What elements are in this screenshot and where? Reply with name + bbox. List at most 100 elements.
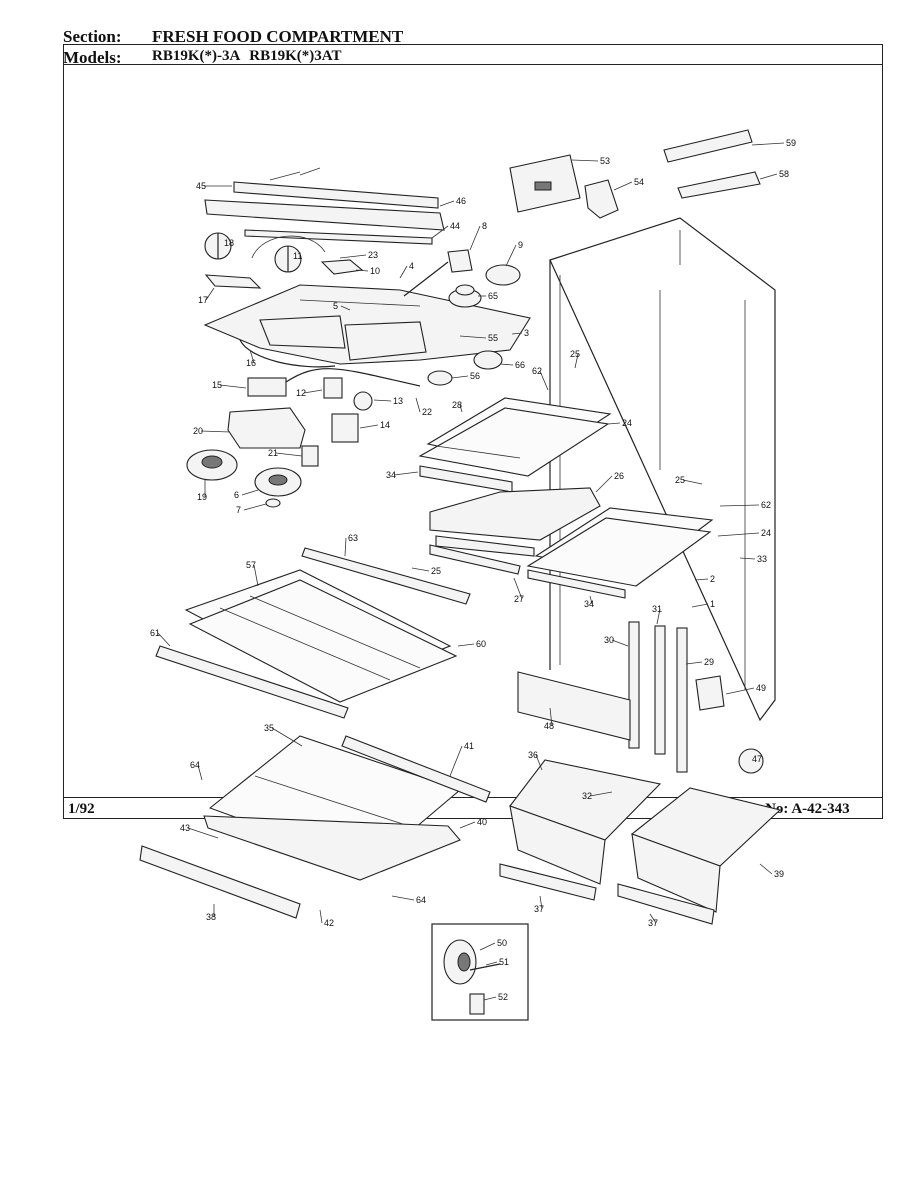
- rail-38: [139, 845, 301, 919]
- callout-c32: 32: [582, 791, 592, 801]
- callout-c36: 36: [528, 750, 538, 760]
- leader-line-c35: [271, 727, 303, 747]
- leader-line-c1: [691, 603, 709, 608]
- leader-line-c57: [253, 564, 259, 587]
- callout-c63: 63: [348, 533, 358, 543]
- callout-c58: 58: [779, 169, 789, 179]
- callout-c23: 23: [368, 250, 378, 260]
- housing-54: [584, 179, 619, 219]
- callout-c47: 47: [752, 754, 762, 764]
- rail-61: [155, 645, 349, 719]
- shelf-24-upper: [418, 397, 612, 477]
- callout-c25c: 25: [431, 566, 441, 576]
- leader-line-c49: [725, 687, 755, 695]
- knob-19: [186, 449, 238, 481]
- callout-c64a: 64: [190, 760, 200, 770]
- shelf-57: [184, 569, 458, 703]
- ladder-29: [676, 627, 688, 773]
- callout-c38: 38: [206, 912, 216, 922]
- leader-line-c34a: [393, 471, 419, 476]
- leader-line-c14: [359, 424, 379, 429]
- callout-c30: 30: [604, 635, 614, 645]
- leader-line-c15: [219, 384, 247, 389]
- callout-c4: 4: [409, 261, 414, 271]
- bracket-20: [227, 407, 306, 449]
- callout-c50: 50: [497, 938, 507, 948]
- control-housing-3: [203, 284, 531, 365]
- leader-line-c17: [205, 287, 215, 301]
- callout-c37a: 37: [534, 904, 544, 914]
- header-divider: [63, 64, 883, 65]
- callout-c27: 27: [514, 594, 524, 604]
- leader-line-c41: [449, 745, 463, 777]
- callout-c11: 11: [293, 251, 302, 261]
- callout-c53: 53: [600, 156, 610, 166]
- leader-line-c39: [759, 863, 773, 875]
- callout-c14: 14: [380, 420, 390, 430]
- leader-line-c46: [439, 200, 455, 207]
- leader-line-c48: [549, 707, 553, 727]
- leader-line-c50: [479, 942, 496, 951]
- callout-c57: 57: [246, 560, 256, 570]
- leader-line-c13: [373, 399, 392, 402]
- leader-line-c37a: [539, 895, 543, 910]
- callout-c65: 65: [488, 291, 498, 301]
- ladder-31: [654, 625, 666, 755]
- leader-line-c60: [457, 643, 475, 647]
- leader-line-c63: [344, 537, 347, 557]
- callout-c17: 17: [198, 295, 208, 305]
- leader-line-c7: [243, 503, 267, 511]
- frame-40: [203, 815, 461, 881]
- strip-34-lower: [527, 569, 626, 599]
- clip-21: [301, 445, 319, 467]
- leader-line-c22: [415, 397, 421, 413]
- leader-line-c33: [739, 557, 756, 560]
- leader-line-c52: [483, 996, 497, 1001]
- section-label: Section:: [63, 27, 122, 46]
- rail-37-left: [499, 863, 597, 901]
- callout-c6: 6: [234, 490, 239, 500]
- bracket-17: [204, 274, 262, 289]
- callout-c66: 66: [515, 360, 525, 370]
- bulb-13: [353, 391, 373, 411]
- leader-line-c62b: [719, 504, 760, 507]
- bin-door-48: [517, 671, 631, 741]
- control-panel-top-45: [204, 167, 445, 231]
- motor-65: [448, 284, 482, 308]
- callout-c5: 5: [333, 301, 338, 311]
- thermostat-knob-18: [204, 232, 232, 260]
- harness-16-15: [239, 339, 421, 397]
- callout-c61: 61: [150, 628, 160, 638]
- leveler-47: [738, 748, 764, 774]
- callout-c31: 31: [652, 604, 662, 614]
- callout-c55: 55: [488, 333, 498, 343]
- drawer-26: [429, 487, 601, 557]
- callout-c33: 33: [757, 554, 767, 564]
- callout-c10: 10: [370, 266, 380, 276]
- leader-line-c3: [511, 332, 523, 335]
- callout-c34b: 34: [584, 599, 594, 609]
- leader-line-c6: [241, 489, 259, 496]
- callout-c26: 26: [614, 471, 624, 481]
- callout-c7: 7: [236, 505, 241, 515]
- rail-44: [244, 229, 433, 245]
- rail-37-right: [617, 883, 715, 925]
- leader-line-c4: [399, 265, 408, 279]
- leader-line-c5: [340, 305, 351, 311]
- callout-c13: 13: [393, 396, 403, 406]
- callout-c59: 59: [786, 138, 796, 148]
- callout-c20: 20: [193, 426, 203, 436]
- diagram-frame: [63, 44, 883, 819]
- leader-line-c12: [303, 389, 323, 394]
- fan-9: [485, 264, 521, 286]
- leader-line-c20: [200, 430, 231, 433]
- leader-line-c40: [459, 821, 476, 829]
- leader-line-c24a: [607, 422, 621, 425]
- roller-detail-inset: [431, 923, 529, 1021]
- callout-c51: 51: [499, 957, 509, 967]
- leader-line-c37b: [649, 913, 657, 924]
- callout-c8: 8: [482, 221, 487, 231]
- leader-line-c56: [451, 375, 469, 379]
- footer-date: 1/92: [68, 801, 95, 817]
- leader-line-c31: [656, 608, 661, 625]
